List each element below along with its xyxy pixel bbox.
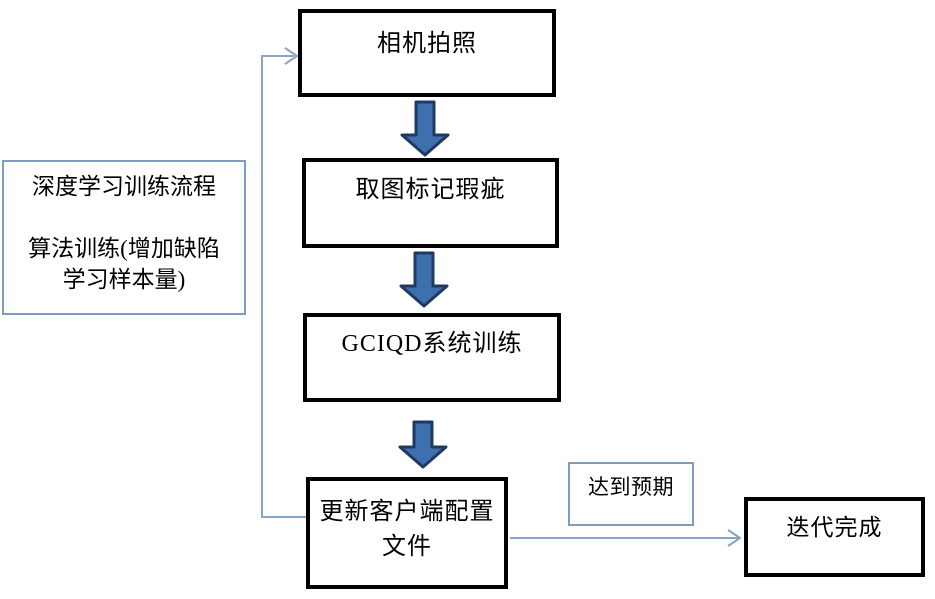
node-mark-defects: 取图标记瑕疵 — [302, 158, 559, 248]
side-note-line-1: 深度学习训练流程 — [32, 174, 216, 199]
node-label: GCIQD系统训练 — [341, 331, 523, 357]
side-note-box: 深度学习训练流程 算法训练(增加缺陷 学习样本量) — [2, 160, 246, 315]
node-label: 取图标记瑕疵 — [355, 177, 506, 203]
node-label-line-2: 文件 — [382, 534, 432, 560]
block-arrow-down-3-icon — [398, 420, 448, 469]
success-arrowhead-icon — [727, 529, 742, 547]
block-arrow-down-2-icon — [399, 251, 449, 308]
node-label: 相机拍照 — [377, 31, 477, 57]
node-camera: 相机拍照 — [298, 9, 556, 97]
side-note-spacer — [4, 202, 244, 233]
node-system-training: GCIQD系统训练 — [303, 313, 561, 402]
feedback-arrowhead-icon — [284, 47, 299, 65]
node-label: 迭代完成 — [786, 515, 883, 540]
side-note-line-2: 算法训练(增加缺陷 — [28, 236, 220, 261]
edge-label-box: 达到预期 — [568, 462, 694, 526]
node-iteration-done: 迭代完成 — [744, 497, 925, 577]
node-label-line-1: 更新客户端配置 — [319, 499, 495, 525]
feedback-connector-line — [261, 55, 306, 518]
block-arrow-down-1-icon — [400, 100, 450, 157]
node-update-config: 更新客户端配置 文件 — [306, 477, 508, 589]
side-note-line-3: 学习样本量) — [62, 267, 186, 292]
edge-label: 达到预期 — [588, 475, 674, 499]
